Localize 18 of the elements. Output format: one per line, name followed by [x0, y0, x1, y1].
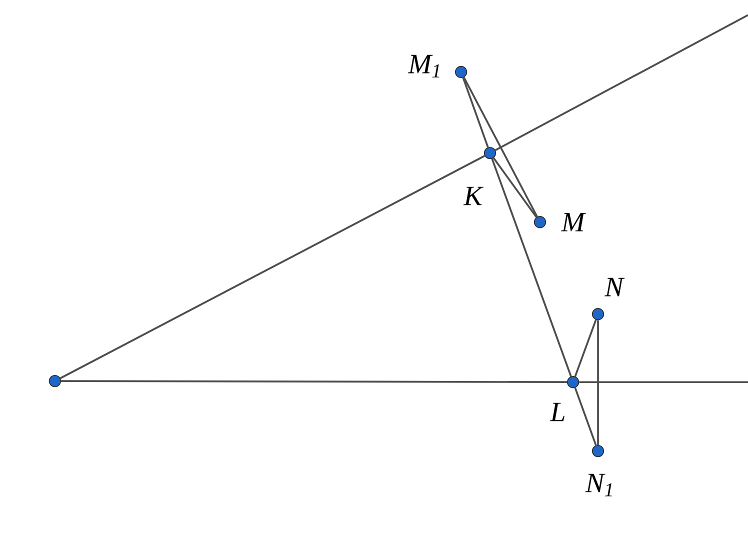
line-segment — [574, 319, 597, 377]
point-label: M$_{1}$ — [408, 54, 440, 78]
point-label: N$_{1}$ — [585, 474, 612, 496]
point-label: M — [561, 212, 586, 232]
point-label: K — [463, 186, 484, 206]
line-segment — [492, 157, 538, 218]
point — [48, 374, 61, 388]
point-label: L — [550, 402, 564, 422]
line-segment — [463, 76, 538, 218]
point-label: N — [604, 278, 625, 296]
line-segment — [462, 77, 489, 148]
line-segment — [597, 320, 599, 445]
line-segment — [579, 381, 748, 384]
line-segment — [61, 380, 568, 384]
line-segment — [574, 387, 597, 446]
line-segment — [494, 14, 748, 151]
line-segment — [491, 158, 572, 377]
line-segment — [60, 155, 486, 380]
